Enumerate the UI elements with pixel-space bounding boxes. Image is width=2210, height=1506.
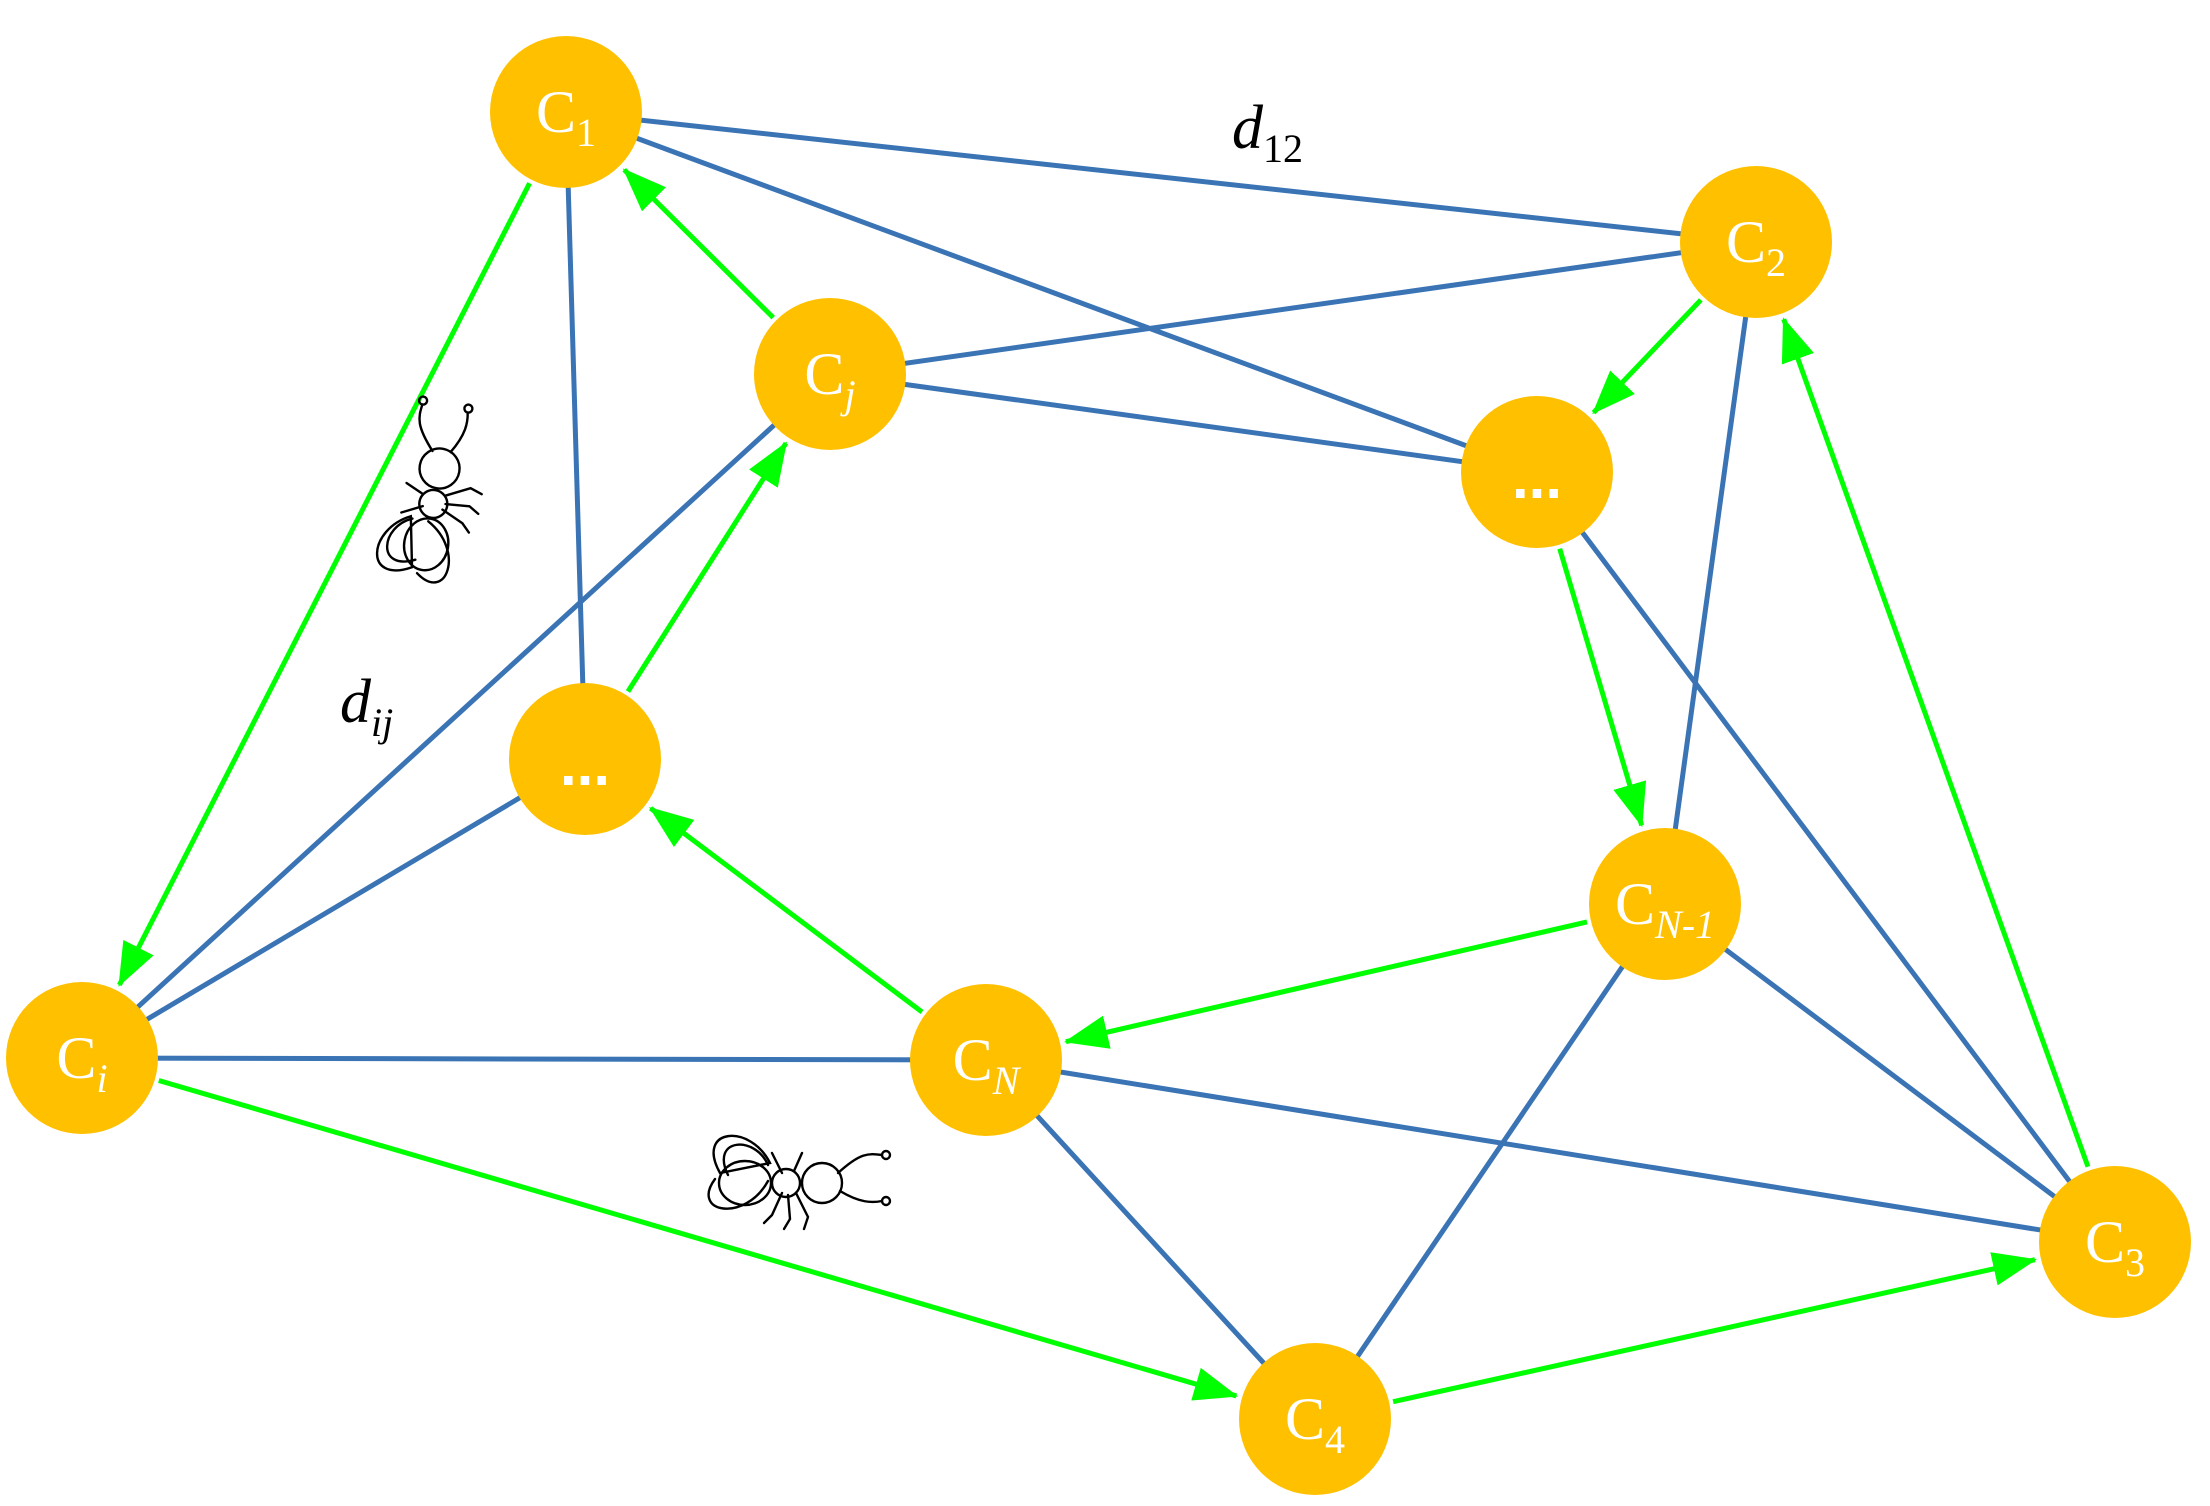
node-label: CN-1 [1615, 871, 1715, 947]
node-c2: C2 [1680, 166, 1832, 318]
edge-c1-c2 [565, 109, 1757, 245]
node-label: Ci [56, 1025, 107, 1101]
node-dots_b: ... [1461, 396, 1613, 548]
node-label: C1 [536, 79, 596, 155]
edge-cn1-c2 [1662, 241, 1759, 905]
node-circle [2039, 1166, 2191, 1318]
node-label-letter: C [1726, 209, 1766, 275]
edge-label-letter: d [340, 668, 372, 736]
path-arrow-cj-to-c1 [622, 167, 775, 320]
ants [375, 395, 892, 1231]
node-label-letter: C [56, 1025, 96, 1091]
node-label: CN [953, 1027, 1022, 1103]
edge-cj-ci [80, 372, 832, 1060]
node-label-subscript: 1 [576, 110, 596, 155]
node-label: Cj [804, 341, 855, 417]
node-label: C2 [1726, 209, 1786, 285]
node-circle [1589, 828, 1741, 980]
node-label-letter: C [1615, 871, 1655, 937]
node-c3: C3 [2039, 1166, 2191, 1318]
node-c4: C4 [1239, 1343, 1391, 1495]
node-label-subscript: j [839, 372, 855, 417]
node-label-letter: C [536, 79, 576, 145]
node-label: C4 [1285, 1386, 1345, 1462]
edge-cn1-c3 [1663, 902, 2117, 1244]
node-cj: Cj [754, 298, 906, 450]
node-circle [509, 683, 661, 835]
node-circle [1680, 166, 1832, 318]
node-label-letter: C [804, 341, 844, 407]
node-ellipsis-label: ... [1512, 444, 1562, 511]
edge-dots_b-c3 [1535, 470, 2117, 1244]
node-label-subscript: 4 [1325, 1417, 1345, 1462]
node-circle [1239, 1343, 1391, 1495]
node-cn1: CN-1 [1589, 828, 1741, 980]
path-arrow-ci-to-c4 [158, 1078, 1239, 1401]
path-arrow-c2-to-dots_b [1591, 298, 1703, 415]
node-c1: C1 [490, 36, 642, 188]
node-label-subscript: i [96, 1056, 107, 1101]
edge-label-dij: dij [340, 668, 393, 745]
node-label: C3 [2085, 1209, 2145, 1285]
ant-path-edges [117, 167, 2091, 1405]
path-arrow-dots_a-to-cj [625, 441, 789, 693]
node-label-subscript: 3 [2125, 1240, 2145, 1285]
path-arrow-cn1-to-cn [1063, 919, 1588, 1049]
path-arrow-c1-to-ci [117, 182, 532, 987]
ant-icon-ant-on-ci-c4-edge [707, 1134, 892, 1231]
node-circle [910, 984, 1062, 1136]
node-label-subscript: N [992, 1058, 1022, 1103]
edge-c4-cn1 [1312, 902, 1668, 1421]
edge-ci-cn [81, 1055, 987, 1063]
path-arrow-dots_b-to-cn1 [1557, 547, 1647, 828]
path-arrow-c4-to-c3 [1392, 1252, 2037, 1405]
ant-icon-ant-on-c1-ci-edge [375, 395, 483, 584]
node-circle [6, 982, 158, 1134]
node-label-letter: C [1285, 1386, 1325, 1452]
node-ellipsis-label: ... [560, 731, 610, 798]
edge-label-subscript: 12 [1263, 126, 1303, 171]
node-circle [1461, 396, 1613, 548]
node-ci: Ci [6, 982, 158, 1134]
edge-c1-dots_a [563, 111, 588, 760]
node-circle [490, 36, 642, 188]
path-arrow-c3-to-c2 [1781, 317, 2091, 1168]
node-dots_a: ... [509, 683, 661, 835]
edge-cj-dots_b [829, 371, 1538, 475]
node-label-letter: C [953, 1027, 993, 1093]
node-label-subscript: N-1 [1654, 902, 1715, 947]
node-label-subscript: 2 [1766, 240, 1786, 285]
path-arrow-cn-to-dots_a [648, 806, 924, 1014]
edge-label-d12: d12 [1232, 94, 1303, 171]
node-cn: CN [910, 984, 1062, 1136]
distance-edges [80, 109, 2117, 1421]
node-label-letter: C [2085, 1209, 2125, 1275]
edge-ci-dots_a [80, 756, 587, 1061]
edge-cj-c2 [829, 239, 1757, 377]
edge-c1-dots_b [565, 109, 1538, 475]
edge-cn-c3 [985, 1057, 2116, 1245]
edge-cn-c4 [984, 1058, 1317, 1421]
edge-label-letter: d [1232, 94, 1264, 162]
node-circle [754, 298, 906, 450]
edge-label-subscript: ij [371, 700, 393, 745]
